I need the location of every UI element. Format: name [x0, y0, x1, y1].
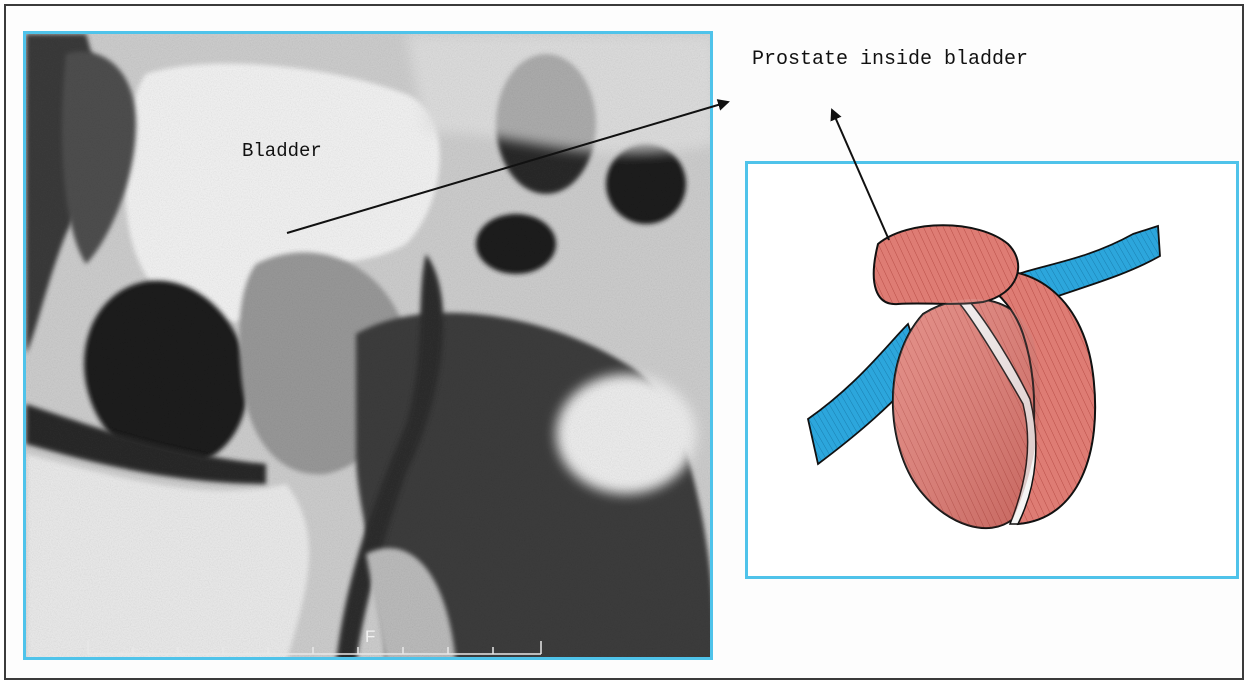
prostate-caption: Prostate inside bladder	[752, 48, 1028, 71]
mri-image	[26, 34, 713, 660]
illustration-panel	[745, 161, 1239, 579]
scale-marker-label: F	[365, 627, 375, 647]
mri-panel	[23, 31, 713, 660]
median-lobe	[874, 225, 1018, 304]
bladder-label: Bladder	[242, 140, 322, 162]
prostate-illustration	[748, 164, 1236, 576]
